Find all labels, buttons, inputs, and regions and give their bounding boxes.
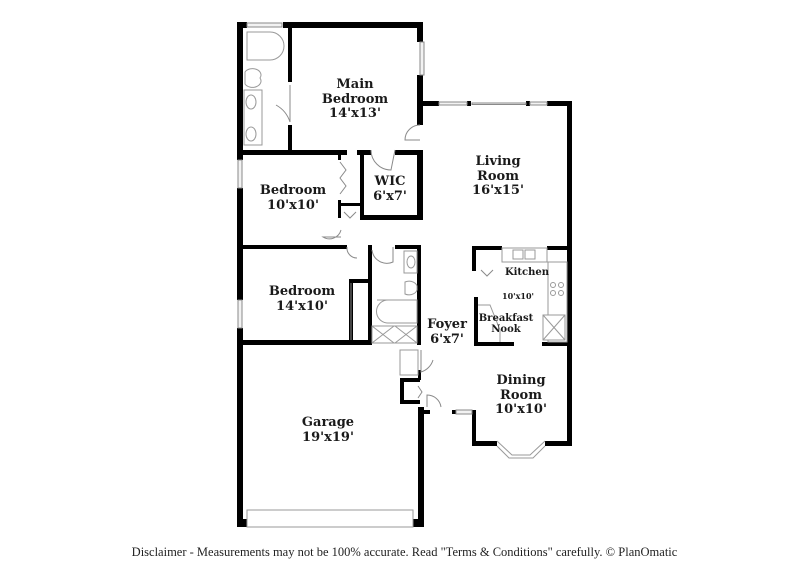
room-name: Room: [500, 387, 542, 403]
room-label-main-bedroom: Main Bedroom 14'x13': [321, 77, 389, 122]
room-name: Bedroom: [321, 91, 389, 107]
doors: [275, 85, 494, 408]
room-dimensions-kitchen: 10'x10': [502, 291, 534, 301]
room-name: Room: [477, 168, 519, 184]
room-dimensions: 14'x10': [276, 298, 328, 314]
room-dimensions: 6'x7': [373, 188, 407, 204]
room-name: Kitchen: [504, 267, 550, 278]
room-name: Foyer: [427, 317, 467, 332]
room-name: Nook: [491, 324, 521, 336]
room-label-kitchen: Kitchen: [505, 267, 549, 278]
room-name: Bedroom: [259, 183, 327, 198]
windows: [237, 22, 548, 528]
fixtures: [243, 31, 568, 376]
room-name: Breakfast: [478, 313, 534, 324]
room-name: Main: [336, 77, 374, 92]
room-name: Dining: [496, 373, 546, 388]
room-dimensions: 10'x10': [267, 197, 319, 213]
room-label-breakfast-nook: Breakfast Nook: [479, 313, 534, 335]
room-dimensions: 14'x13': [329, 106, 381, 122]
room-name: Living: [475, 154, 521, 169]
room-label-foyer: Foyer 6'x7': [427, 317, 467, 347]
room-dimensions: 10'x10': [495, 402, 547, 418]
room-dimensions: 6'x7': [430, 331, 464, 347]
room-label-garage: Garage 19'x19': [301, 415, 355, 445]
room-label-bedroom-2: Bedroom 14'x10': [268, 284, 336, 314]
disclaimer-text: Disclaimer - Measurements may not be 100…: [131, 545, 678, 559]
room-dimensions: 19'x19': [302, 429, 354, 445]
room-label-living-room: Living Room 16'x15': [472, 154, 524, 199]
room-name: Garage: [301, 415, 355, 430]
room-label-wic: WIC 6'x7': [373, 174, 407, 204]
room-name: Bedroom: [268, 284, 336, 299]
room-name: WIC: [374, 174, 406, 189]
room-dimensions: 16'x15': [472, 183, 524, 199]
room-label-dining-room: Dining Room 10'x10': [495, 373, 547, 418]
room-label-bedroom-1: Bedroom 10'x10': [259, 183, 327, 213]
